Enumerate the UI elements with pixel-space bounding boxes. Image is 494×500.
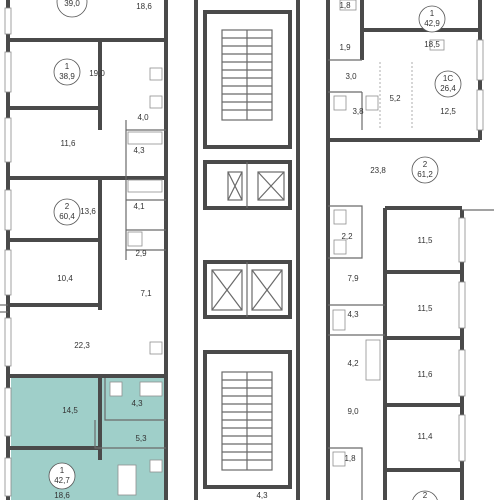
room-area: 14,5: [62, 406, 78, 415]
right-windows: [458, 39, 484, 462]
room-area: 13,6: [80, 207, 96, 216]
room-area: 1,8: [339, 1, 351, 10]
core-walls: [194, 0, 300, 500]
apt-1-38-9-rooms: 1: [65, 62, 70, 71]
elevators: [211, 171, 285, 311]
room-area: 4,3: [131, 399, 143, 408]
apt-top-left-area: 39,0: [64, 0, 80, 8]
apt-1-42-9-rooms: 1: [430, 9, 435, 18]
room-area: 2,2: [341, 232, 353, 241]
room-area: 18,6: [54, 491, 70, 500]
right-block-walls: [326, 0, 494, 500]
room-area: 11,5: [418, 236, 434, 245]
room-area: 4,3: [133, 146, 145, 155]
room-area: 2,9: [135, 249, 147, 258]
apt-2-60-4-rooms: 2: [65, 202, 70, 211]
room-area: 11,4: [418, 432, 434, 441]
room-area: 18,6: [136, 2, 152, 11]
room-area: 4,2: [347, 359, 359, 368]
apt-1-38-9-area: 38,9: [59, 72, 75, 81]
room-area: 1,9: [339, 43, 351, 52]
room-area: 4,0: [137, 113, 149, 122]
apt-1-42-9-area: 42,9: [424, 19, 440, 28]
apartment-badges: [48, 0, 462, 500]
apt-2-60-4-area: 60,4: [59, 212, 75, 221]
room-area: 11,5: [418, 304, 434, 313]
stairs-top: [221, 29, 273, 121]
room-area: 9,0: [347, 407, 359, 416]
room-area: 3,8: [352, 107, 364, 116]
room-area: 10,4: [57, 274, 73, 283]
left-windows: [4, 7, 12, 497]
highlighted-apartment-fill[interactable]: [11, 378, 166, 500]
room-area: 19,0: [89, 69, 105, 78]
stairs-bottom: [221, 371, 273, 471]
room-area: 5,3: [135, 434, 147, 443]
room-area: 12,5: [440, 107, 456, 116]
apt-2-61-2-area: 61,2: [417, 170, 433, 179]
room-area: 11,6: [61, 139, 77, 148]
room-area: 4,1: [133, 202, 145, 211]
room-area: 7,1: [140, 289, 152, 298]
apt-1c-26-4-area: 26,4: [440, 84, 456, 93]
room-area-labels: 18,6 19,0 4,0 11,6 4,3 4,1 13,6 2,9 10,4…: [54, 1, 456, 500]
room-area: 22,3: [74, 341, 90, 350]
apartment-labels: 39,0 1 38,9 2 60,4 1 42,7 1 42,9 1C 26,4…: [54, 0, 456, 500]
apt-1-42-7-area: 42,7: [54, 476, 70, 485]
apt-1c-26-4-rooms: 1C: [443, 74, 453, 83]
room-area: 4,3: [347, 310, 359, 319]
room-area: 23,8: [370, 166, 386, 175]
left-fixtures: [109, 67, 163, 496]
room-area: 1,8: [344, 454, 356, 463]
room-area: 18,5: [424, 40, 440, 49]
room-area: 5,2: [389, 94, 401, 103]
room-area: 3,0: [345, 72, 357, 81]
apt-2-61-2-rooms: 2: [423, 160, 428, 169]
apt-1-42-7-rooms: 1: [60, 466, 65, 475]
right-fixtures: [332, 0, 445, 467]
room-area: 4,3: [256, 491, 268, 500]
apt-bottom-right-rooms: 2: [423, 491, 428, 500]
room-area: 11,6: [418, 370, 434, 379]
room-area: 7,9: [347, 274, 359, 283]
